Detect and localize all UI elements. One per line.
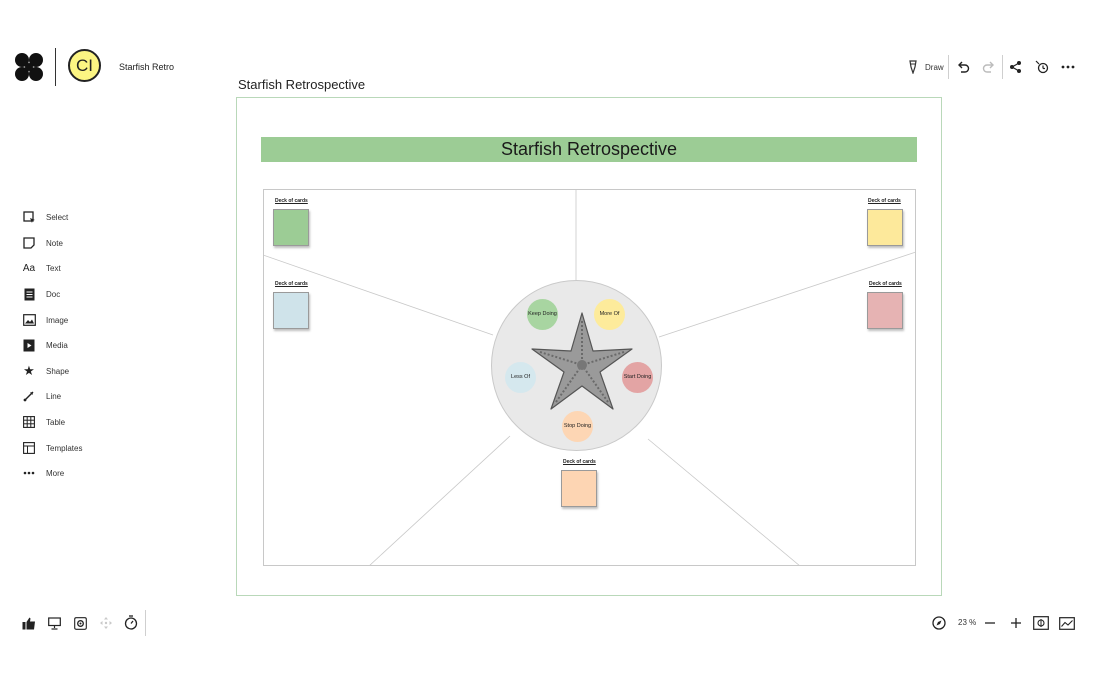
app-logo-icon[interactable] — [14, 52, 44, 82]
move-icon — [98, 615, 114, 631]
avatar[interactable]: CI — [68, 49, 101, 82]
tool-image[interactable]: Image — [20, 310, 120, 330]
tool-label: More — [46, 468, 65, 478]
tool-select[interactable]: Select — [20, 207, 120, 227]
minimap-icon[interactable] — [1059, 615, 1075, 631]
tool-label: Note — [46, 238, 63, 248]
image-icon — [20, 311, 38, 329]
tool-templates[interactable]: Templates — [20, 438, 120, 458]
header-divider — [55, 48, 56, 86]
select-icon — [20, 208, 38, 226]
less-of-bubble[interactable]: Less Of — [505, 362, 536, 393]
zoom-level: 23 % — [958, 618, 977, 627]
media-icon — [20, 336, 38, 354]
more-icon[interactable] — [1059, 58, 1077, 76]
thumbs-up-icon[interactable] — [21, 615, 37, 631]
start-doing-bubble[interactable]: Start Doing — [622, 362, 653, 393]
table-icon — [20, 413, 38, 431]
more-of-bubble[interactable]: More Of — [594, 299, 625, 330]
toolbar-divider — [1002, 55, 1003, 79]
deck-card-mid-left[interactable] — [273, 292, 309, 329]
share-icon[interactable] — [1007, 58, 1025, 76]
tool-line[interactable]: Line — [20, 386, 120, 406]
more-icon — [20, 464, 38, 482]
tool-label: Select — [46, 212, 69, 222]
line-icon — [20, 387, 38, 405]
tool-label: Templates — [46, 443, 83, 453]
tool-label: Media — [46, 340, 68, 350]
tool-label: Line — [46, 391, 62, 401]
redo-icon[interactable] — [980, 58, 998, 76]
board-name[interactable]: Starfish Retro — [119, 62, 175, 72]
bottom-divider — [145, 610, 146, 636]
retro-board — [263, 189, 916, 566]
tool-label: Image — [46, 315, 69, 325]
doc-icon — [20, 285, 38, 303]
draw-button[interactable]: Draw — [925, 63, 944, 72]
note-icon — [20, 234, 38, 252]
tool-doc[interactable]: Doc — [20, 284, 120, 304]
board-divider-lines — [263, 189, 916, 566]
deck-label: Deck of cards — [563, 459, 596, 465]
settings-icon[interactable] — [72, 615, 88, 631]
zoom-in-icon[interactable] — [1008, 615, 1024, 631]
starfish-icon — [531, 312, 633, 410]
stop-doing-bubble[interactable]: Stop Doing — [562, 411, 593, 442]
deck-label: Deck of cards — [869, 281, 902, 287]
deck-card-bottom[interactable] — [561, 470, 597, 507]
compass-icon[interactable] — [931, 615, 947, 631]
fit-icon[interactable] — [1033, 615, 1049, 631]
tool-label: Doc — [46, 289, 61, 299]
deck-card-top-right[interactable] — [867, 209, 903, 246]
page-title: Starfish Retrospective — [238, 77, 366, 92]
tool-label: Table — [46, 417, 66, 427]
tool-more[interactable]: More — [20, 463, 120, 483]
zoom-out-icon[interactable] — [982, 615, 998, 631]
templates-icon — [20, 439, 38, 457]
tool-table[interactable]: Table — [20, 412, 120, 432]
toolbar-divider — [948, 55, 949, 79]
timer-icon[interactable] — [123, 614, 139, 630]
text-icon: Aa — [22, 262, 36, 274]
star-icon: ★ — [23, 363, 35, 378]
deck-label: Deck of cards — [868, 198, 901, 204]
pen-icon[interactable] — [904, 58, 922, 76]
deck-label: Deck of cards — [275, 281, 308, 287]
deck-card-mid-right[interactable] — [867, 292, 903, 329]
tool-note[interactable]: Note — [20, 233, 120, 253]
tool-text[interactable]: Aa Text — [20, 258, 120, 278]
banner-title[interactable]: Starfish Retrospective — [261, 137, 917, 162]
tool-label: Text — [46, 263, 61, 273]
history-icon[interactable] — [1033, 58, 1051, 76]
undo-icon[interactable] — [954, 58, 972, 76]
deck-label: Deck of cards — [275, 198, 308, 204]
tool-label: Shape — [46, 366, 70, 376]
tool-shape[interactable]: ★ Shape — [20, 361, 120, 381]
tool-media[interactable]: Media — [20, 335, 120, 355]
deck-card-top-left[interactable] — [273, 209, 309, 246]
present-icon[interactable] — [46, 615, 62, 631]
keep-doing-bubble[interactable]: Keep Doing — [527, 299, 558, 330]
